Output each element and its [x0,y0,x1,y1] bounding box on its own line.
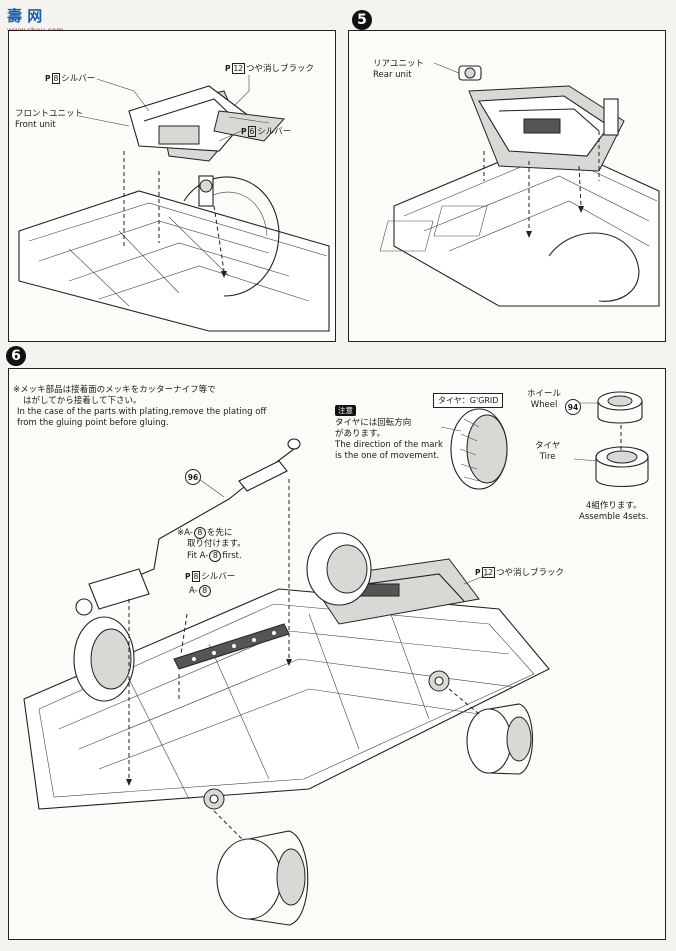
wheel-label: ホイール Wheel [527,389,561,411]
front-unit-label-jp: フロントユニット [15,109,84,119]
front-unit-label: フロントユニット Front unit [15,109,83,131]
tire-label-jp: タイヤ [535,441,561,451]
paint-prefix: P [185,572,191,581]
paint-code: 12 [481,567,496,578]
paint-code: 8 [51,73,61,84]
wheel-label-jp: ホイール [527,389,562,399]
paint-code: 12 [231,63,246,74]
wheel-part-number: 94 [565,399,581,415]
paint-name: シルバー [61,74,96,84]
tire-label-en: Tire [539,452,556,462]
plating-note: ※メッキ部品は接着面のメッキをカッターナイフ等で はがしてから接着して下さい。 … [13,385,266,429]
rear-unit-label-en: Rear unit [373,70,412,80]
caution-jp-2: があります。 [335,429,386,439]
tire-label: タイヤ Tire [535,441,560,463]
paint-prefix: P [241,127,247,136]
paint-prefix: P [45,74,51,83]
paint-name: シルバー [257,127,292,137]
caution-badge: 注意 [335,405,356,416]
wheel-label-en: Wheel [530,400,558,410]
fit-en-pre: Fit A- [187,551,209,561]
caution-jp-1: タイヤには回転方向 [335,418,412,428]
fit-en-post: first. [222,551,242,561]
fit-en-code: 8 [209,550,222,562]
muffler-part-number: 96 [185,469,201,485]
paint-name: つや消しブラック [496,568,565,578]
caution-note: 注意 タイヤには回転方向 があります。 The direction of the… [335,405,443,462]
plating-note-jp-2: はがしてから接着して下さい。 [23,396,142,406]
fit-jp-2: 取り付けます。 [187,539,246,549]
front-unit-label-en: Front unit [15,120,56,130]
assemble-jp: 4組作ります。 [585,501,642,511]
watermark-brand: 壽 网 [7,7,42,25]
caution-en-2: is the one of movement. [335,451,440,461]
rear-unit-label: リアユニット Rear unit [373,59,424,81]
paint-code: 6 [247,126,257,137]
paint-prefix: P [475,568,481,577]
a8-pre: A- [189,586,198,596]
step5-panel: リアユニット Rear unit [348,30,666,342]
front-unit-drawing [18,75,330,332]
step6-number: 6 [6,346,26,366]
paint-name: シルバー [201,572,236,582]
rear-unit-label-jp: リアユニット [373,59,425,69]
paint-prefix: P [225,64,231,73]
step6-panel: ※メッキ部品は接着面のメッキをカッターナイフ等で はがしてから接着して下さい。 … [8,368,666,940]
assemble-note: 4組作ります。 Assemble 4sets. [579,501,648,523]
plating-note-jp-1: ※メッキ部品は接着面のメッキをカッターナイフ等で [13,385,216,395]
caution-en-1: The direction of the mark [335,440,443,450]
plating-note-en-2: from the gluing point before gluing. [17,418,169,428]
a8-code: 8 [198,585,211,597]
a8-label: A-8 [189,585,212,597]
paint-code: 8 [191,571,201,582]
chassis-drawing [23,391,649,926]
step5-number: 5 [352,10,372,30]
paint-name: つや消しブラック [246,64,315,74]
assemble-en: Assemble 4sets. [579,512,649,522]
fit-jp-pre: ※A- [177,528,193,538]
rear-unit-drawing [379,62,660,307]
fit-jp-code: 8 [193,527,206,539]
tire-spec-box: タイヤ：G'GRID [433,393,504,408]
plating-note-en-1: In the case of the parts with plating,re… [17,407,267,417]
fit-jp-post: を先に [206,528,233,538]
